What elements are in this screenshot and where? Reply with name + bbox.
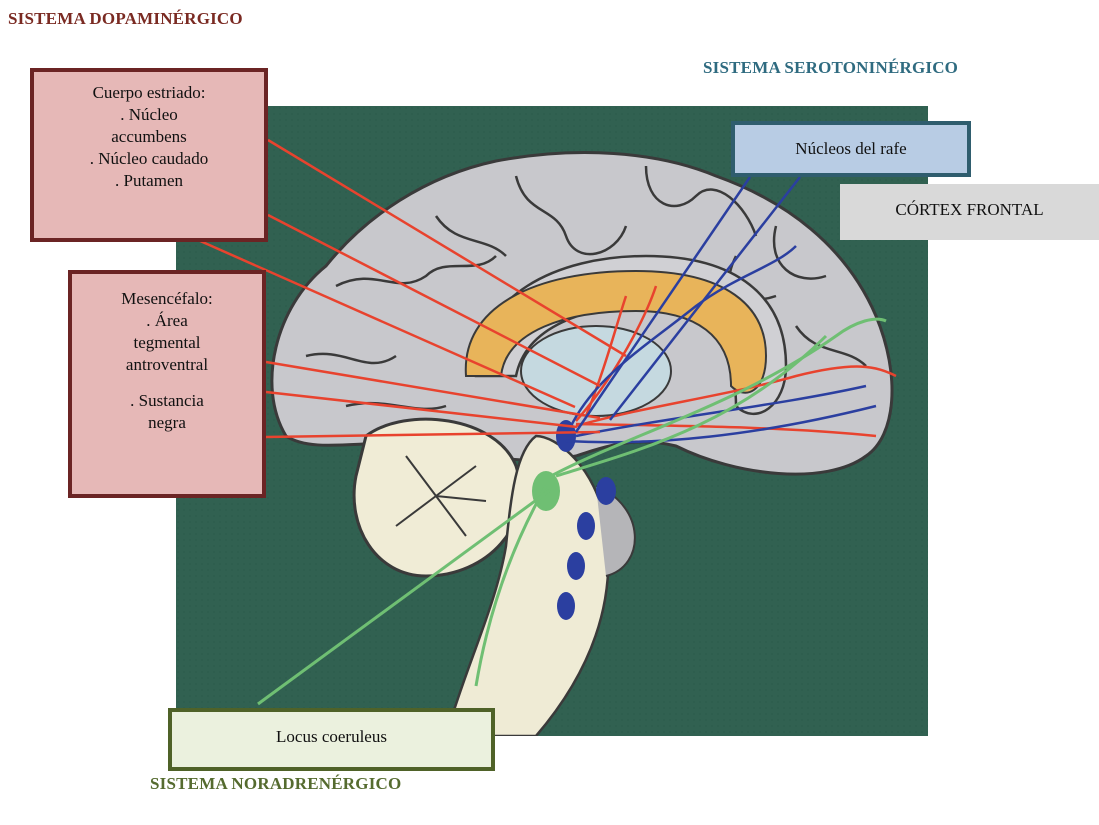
midbrain-label: Mesencéfalo: . Área tegmental antroventr…	[68, 270, 266, 498]
midbrain-line-4: antroventral	[72, 354, 262, 376]
striatum-line-1: Cuerpo estriado:	[34, 82, 264, 104]
striatum-line-4: . Núcleo caudado	[34, 148, 264, 170]
midbrain-line-5: . Sustancia	[72, 390, 262, 412]
striatum-line-3: accumbens	[34, 126, 264, 148]
striatum-line-2: . Núcleo	[34, 104, 264, 126]
striatum-label: Cuerpo estriado: . Núcleo accumbens . Nú…	[30, 68, 268, 242]
raphe-label: Núcleos del rafe	[731, 121, 971, 177]
midbrain-line-6: negra	[72, 412, 262, 434]
frontal-cortex-label: CÓRTEX FRONTAL	[840, 184, 1099, 240]
locus-leader-line	[258, 490, 550, 704]
locus-coeruleus-label: Locus coeruleus	[168, 708, 495, 771]
serotonin-leader-lines	[576, 177, 800, 432]
striatum-line-5: . Putamen	[34, 170, 264, 192]
midbrain-line-3: tegmental	[72, 332, 262, 354]
noradrenergic-heading: SISTEMA NORADRENÉRGICO	[150, 774, 401, 794]
midbrain-line-1: Mesencéfalo:	[72, 288, 262, 310]
midbrain-line-2: . Área	[72, 310, 262, 332]
